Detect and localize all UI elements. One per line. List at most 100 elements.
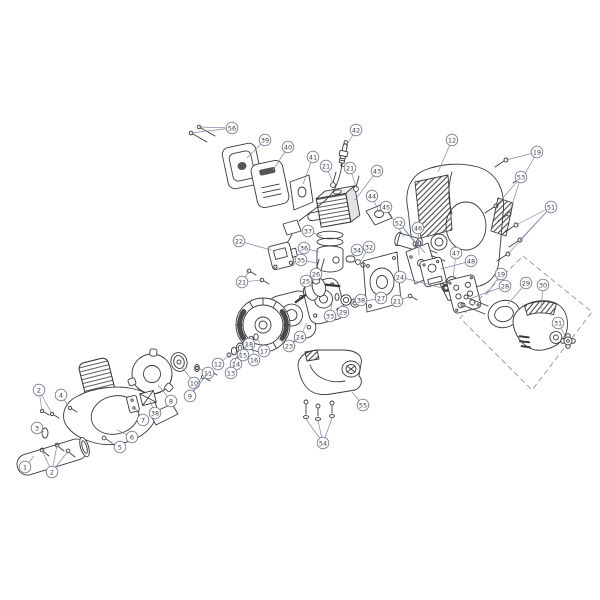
fuel-tank: [297, 349, 362, 396]
callout-24: 24: [393, 270, 443, 289]
callout-7: 7: [134, 407, 150, 427]
callout-30: 30: [536, 278, 550, 310]
housing-plate: [126, 395, 140, 413]
svg-text:14: 14: [232, 360, 240, 368]
callout-27: 27: [365, 291, 388, 305]
callout-43: 43: [354, 164, 384, 201]
svg-text:39: 39: [261, 136, 269, 144]
svg-text:38: 38: [151, 409, 159, 417]
callout-41: 41: [302, 150, 320, 185]
svg-text:17: 17: [260, 347, 268, 355]
callout-21: 21: [390, 294, 410, 308]
carburetor: [419, 256, 447, 288]
clutch-housing: [63, 386, 179, 446]
svg-text:4: 4: [59, 391, 63, 399]
svg-text:8: 8: [169, 397, 173, 405]
muffler-screws: [188, 124, 216, 143]
svg-text:24: 24: [396, 273, 404, 281]
svg-text:2: 2: [37, 386, 41, 394]
svg-text:18: 18: [245, 340, 253, 348]
callout-25: 25: [299, 274, 313, 288]
spark-plug: [338, 140, 349, 167]
callout-16: 16: [247, 343, 261, 367]
svg-text:19: 19: [533, 148, 541, 156]
svg-text:47: 47: [452, 249, 460, 257]
callout-48: 48: [440, 254, 478, 270]
svg-text:29: 29: [339, 308, 347, 316]
callout-6: 6: [116, 429, 139, 444]
tank-screws: [302, 399, 336, 421]
svg-text:16: 16: [250, 356, 258, 364]
svg-text:24: 24: [296, 333, 304, 341]
svg-text:42: 42: [352, 126, 360, 134]
svg-text:29: 29: [522, 279, 530, 287]
callout-29: 29: [336, 304, 350, 319]
svg-text:3: 3: [35, 424, 39, 432]
svg-text:51: 51: [547, 203, 555, 211]
callout-11: 11: [197, 366, 215, 380]
shroud-screws-53: [484, 203, 512, 222]
svg-text:46: 46: [414, 224, 422, 232]
callout-53: 53: [495, 170, 528, 215]
callout-31: 31: [551, 316, 567, 338]
callout-24: 24: [293, 322, 308, 344]
svg-text:30: 30: [539, 281, 547, 289]
svg-text:53: 53: [517, 173, 525, 181]
callout-10: 10: [181, 366, 201, 390]
svg-text:41: 41: [309, 153, 317, 161]
callout-2: 2: [41, 444, 69, 479]
tube-ring: [41, 427, 49, 439]
svg-text:33: 33: [326, 312, 334, 320]
svg-text:25: 25: [302, 277, 310, 285]
svg-text:40: 40: [284, 143, 292, 151]
svg-text:12: 12: [448, 136, 456, 144]
callout-26: 26: [309, 267, 323, 284]
svg-text:36: 36: [300, 244, 308, 252]
callout-38: 38: [351, 293, 368, 307]
callout-22: 22: [232, 234, 272, 251]
svg-text:43: 43: [373, 167, 381, 175]
callout-21: 21: [343, 161, 357, 188]
svg-text:31: 31: [554, 319, 562, 327]
svg-text:2: 2: [50, 468, 54, 476]
svg-text:1: 1: [23, 463, 27, 471]
svg-text:23: 23: [285, 342, 293, 350]
callout-12: 12: [437, 133, 459, 173]
callout-23: 23: [275, 336, 296, 353]
callout-42: 42: [345, 123, 363, 147]
svg-text:22: 22: [235, 237, 243, 245]
callout-38: 38: [148, 400, 162, 420]
airfilter-bolts: [460, 294, 489, 315]
callout-46: 46: [411, 221, 425, 256]
callout-35: 35: [294, 253, 318, 267]
callout-2: 2: [32, 383, 53, 415]
cylinder: [307, 185, 361, 228]
svg-text:7: 7: [141, 416, 145, 424]
ignition-coil: [267, 241, 298, 271]
callout-3: 3: [30, 421, 45, 435]
svg-text:21: 21: [322, 162, 330, 170]
callout-21: 21: [319, 159, 334, 184]
svg-text:26: 26: [312, 270, 320, 278]
svg-text:37: 37: [304, 227, 312, 235]
tube-bolts: [39, 442, 76, 458]
svg-text:48: 48: [467, 257, 475, 265]
svg-text:13: 13: [227, 369, 235, 377]
callout-28: 28: [468, 279, 512, 300]
svg-text:12: 12: [214, 360, 222, 368]
callout-54: 54: [305, 417, 333, 450]
callout-18: 18: [242, 337, 256, 351]
callout-8: 8: [157, 384, 178, 408]
dashed-box: [459, 255, 593, 391]
svg-text:5: 5: [118, 443, 122, 451]
callout-12: 12: [211, 354, 231, 371]
svg-text:54: 54: [319, 439, 327, 447]
svg-text:21: 21: [238, 278, 246, 286]
callout-40: 40: [272, 140, 295, 171]
clutch-drum: [170, 352, 188, 372]
callout-5: 5: [104, 438, 127, 454]
drum-washer: [194, 363, 200, 373]
svg-text:38: 38: [357, 296, 365, 304]
